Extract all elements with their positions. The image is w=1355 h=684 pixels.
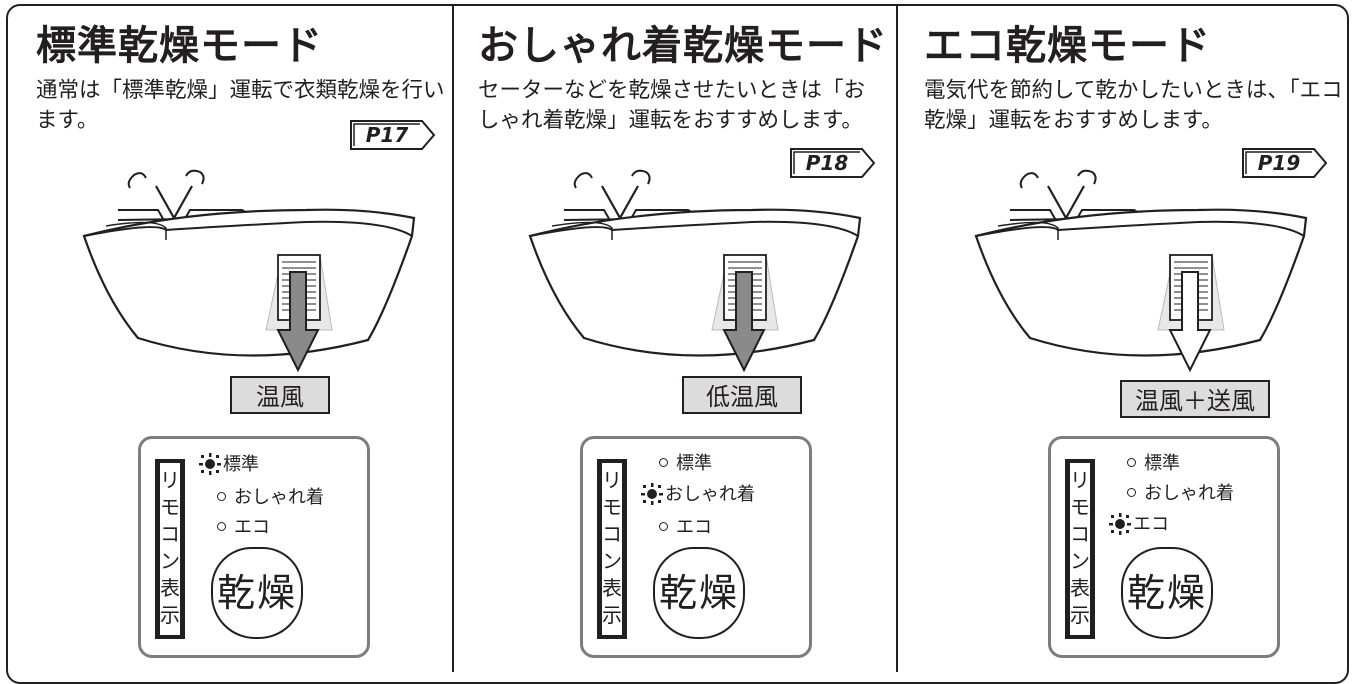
- dryer-unit-illustration: [974, 169, 1308, 373]
- panel-description: セーターなどを乾燥させたいときは「おしゃれ着乾燥」運転をおすすめします。: [478, 78, 866, 133]
- dryer-unit-illustration: [528, 169, 862, 373]
- dry-button[interactable]: 乾燥: [653, 547, 745, 639]
- lit-indicator-icon: [641, 483, 663, 505]
- airflow-label: 温風＋送風: [1120, 380, 1270, 418]
- mode-label: おしゃれ着: [665, 484, 755, 505]
- remote-display: リ モ コ ン 表 示 標準 おしゃれ着 エコ 乾燥: [580, 436, 812, 658]
- airflow-arrow-icon: [722, 271, 766, 373]
- unlit-indicator-icon: [1127, 458, 1136, 467]
- vertical-label-char: コ: [160, 522, 180, 546]
- remote-display-vertical-label: リ モ コ ン 表 示: [597, 459, 627, 639]
- page-ref-label: P17: [365, 123, 409, 147]
- intake-air-icon: [127, 169, 205, 189]
- vertical-label-char: 表: [602, 576, 622, 600]
- panel-description: 電気代を節約して乾かしたいときは、「エコ乾燥」運転をおすすめします。: [924, 78, 1343, 133]
- airflow-label: 温風: [230, 376, 330, 414]
- mode-label: おしゃれ着: [1144, 483, 1234, 504]
- airflow-arrow-icon: [1168, 271, 1212, 373]
- page-reference-link[interactable]: P18: [790, 148, 876, 178]
- page-ref-arrow-icon: [1242, 148, 1328, 178]
- dry-button[interactable]: 乾燥: [1121, 547, 1213, 639]
- mode-indicator-oshare: おしゃれ着: [217, 487, 324, 509]
- panel-title: おしゃれ着乾燥モード: [478, 23, 888, 69]
- panel-oshare-dry: おしゃれ着乾燥モード セーターなどを乾燥させたいときは「おしゃれ着乾燥」運転をお…: [452, 0, 899, 672]
- remote-display-vertical-label: リ モ コ ン 表 示: [1065, 459, 1095, 639]
- lit-indicator-icon: [199, 453, 221, 475]
- vertical-label-char: コ: [602, 522, 622, 546]
- mode-indicator-oshare: おしゃれ着: [641, 483, 755, 506]
- vertical-label-char: 示: [602, 603, 622, 627]
- lit-indicator-icon: [1109, 513, 1131, 535]
- vertical-label-char: 示: [1070, 603, 1090, 627]
- airflow-label: 低温風: [682, 376, 802, 414]
- vertical-label-char: 示: [160, 603, 180, 627]
- mode-indicator-eco: エコ: [659, 517, 712, 539]
- vertical-label-char: モ: [160, 495, 180, 519]
- mode-label: エコ: [234, 517, 270, 538]
- panel-title: エコ乾燥モード: [924, 23, 1211, 69]
- unlit-indicator-icon: [659, 522, 668, 531]
- airflow-arrow-icon: [276, 271, 320, 373]
- page-ref-arrow-icon: [350, 120, 436, 150]
- remote-display: リ モ コ ン 表 示 標準 おしゃれ着 エコ 乾燥: [138, 436, 370, 658]
- unlit-indicator-icon: [659, 458, 668, 467]
- vertical-label-char: モ: [1070, 495, 1090, 519]
- mode-indicator-oshare: おしゃれ着: [1127, 483, 1234, 505]
- vertical-label-char: リ: [160, 468, 180, 492]
- vertical-label-char: 表: [1070, 576, 1090, 600]
- mode-label: エコ: [1133, 514, 1169, 535]
- panel-standard-dry: 標準乾燥モード 通常は「標準乾燥」運転で衣類乾燥を行います。 P17 温風 リ: [6, 0, 453, 672]
- intake-air-icon: [573, 169, 651, 189]
- vertical-label-char: リ: [602, 468, 622, 492]
- page-ref-label: P19: [1257, 151, 1301, 175]
- mode-label: エコ: [676, 517, 712, 538]
- vertical-label-char: コ: [1070, 522, 1090, 546]
- remote-display: リ モ コ ン 表 示 標準 おしゃれ着 エコ 乾燥: [1048, 436, 1280, 658]
- page-ref-arrow-icon: [790, 148, 876, 178]
- unlit-indicator-icon: [217, 492, 226, 501]
- vertical-label-char: リ: [1070, 468, 1090, 492]
- remote-display-vertical-label: リ モ コ ン 表 示: [155, 459, 185, 639]
- dryer-unit-illustration: [82, 169, 416, 373]
- mode-label: 標準: [223, 454, 259, 475]
- vertical-label-char: 表: [160, 576, 180, 600]
- panel-divider: [452, 4, 454, 672]
- mode-indicator-eco: エコ: [1109, 513, 1169, 536]
- vertical-label-char: ン: [160, 549, 180, 573]
- mode-indicator-standard: 標準: [1127, 453, 1180, 475]
- mode-label: 標準: [676, 453, 712, 474]
- panel-eco-dry: エコ乾燥モード 電気代を節約して乾かしたいときは、「エコ乾燥」運転をおすすめしま…: [898, 0, 1345, 672]
- mode-label: おしゃれ着: [234, 487, 324, 508]
- panel-divider: [896, 4, 898, 672]
- vertical-label-char: ン: [602, 549, 622, 573]
- intake-air-icon: [1019, 169, 1097, 189]
- panel-title: 標準乾燥モード: [36, 23, 323, 69]
- page-ref-label: P18: [805, 151, 849, 175]
- mode-indicator-standard: 標準: [659, 453, 712, 475]
- dry-button[interactable]: 乾燥: [211, 547, 303, 639]
- mode-label: 標準: [1144, 453, 1180, 474]
- unlit-indicator-icon: [1127, 488, 1136, 497]
- mode-indicator-eco: エコ: [217, 517, 270, 539]
- mode-indicator-standard: 標準: [199, 453, 259, 476]
- vertical-label-char: モ: [602, 495, 622, 519]
- panel-description: 通常は「標準乾燥」運転で衣類乾燥を行います。: [36, 78, 445, 133]
- page-reference-link[interactable]: P19: [1242, 148, 1328, 178]
- page-reference-link[interactable]: P17: [350, 120, 436, 150]
- vertical-label-char: ン: [1070, 549, 1090, 573]
- unlit-indicator-icon: [217, 522, 226, 531]
